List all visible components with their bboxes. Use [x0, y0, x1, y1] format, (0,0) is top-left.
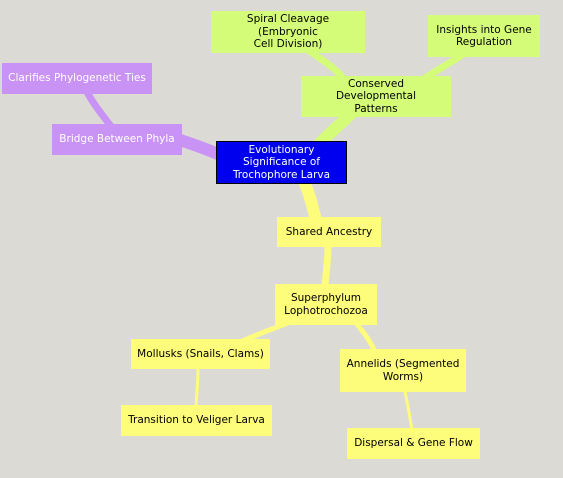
node-mollusks[interactable]: Mollusks (Snails, Clams) — [131, 339, 270, 369]
edge-bridge-clarifies — [82, 86, 114, 129]
edge-root-shared — [299, 178, 322, 226]
edge-shared-super — [321, 241, 332, 290]
edge-annelids-dispersal — [403, 390, 414, 432]
node-shared-ancestry[interactable]: Shared Ancestry — [277, 217, 381, 247]
edge-super-annelids — [352, 319, 378, 355]
node-bridge-between-phyla[interactable]: Bridge Between Phyla — [52, 124, 182, 155]
node-lophotrochozoa[interactable]: Superphylum Lophotrochozoa — [275, 284, 377, 325]
node-phylogenetic-ties[interactable]: Clarifies Phylogenetic Ties — [2, 63, 152, 94]
node-spiral-cleavage[interactable]: Spiral Cleavage (Embryonic Cell Division… — [211, 11, 365, 53]
node-annelids[interactable]: Annelids (Segmented Worms) — [340, 349, 466, 392]
root-node[interactable]: Evolutionary Significance of Trochophore… — [216, 141, 347, 184]
node-dispersal-gene-flow[interactable]: Dispersal & Gene Flow — [347, 428, 480, 459]
node-conserved-patterns[interactable]: Conserved Developmental Patterns — [301, 76, 451, 117]
edge-mollusks-veliger — [194, 366, 200, 408]
node-veliger-larva[interactable]: Transition to Veliger Larva — [121, 405, 272, 436]
node-gene-regulation[interactable]: Insights into Gene Regulation — [428, 15, 540, 57]
